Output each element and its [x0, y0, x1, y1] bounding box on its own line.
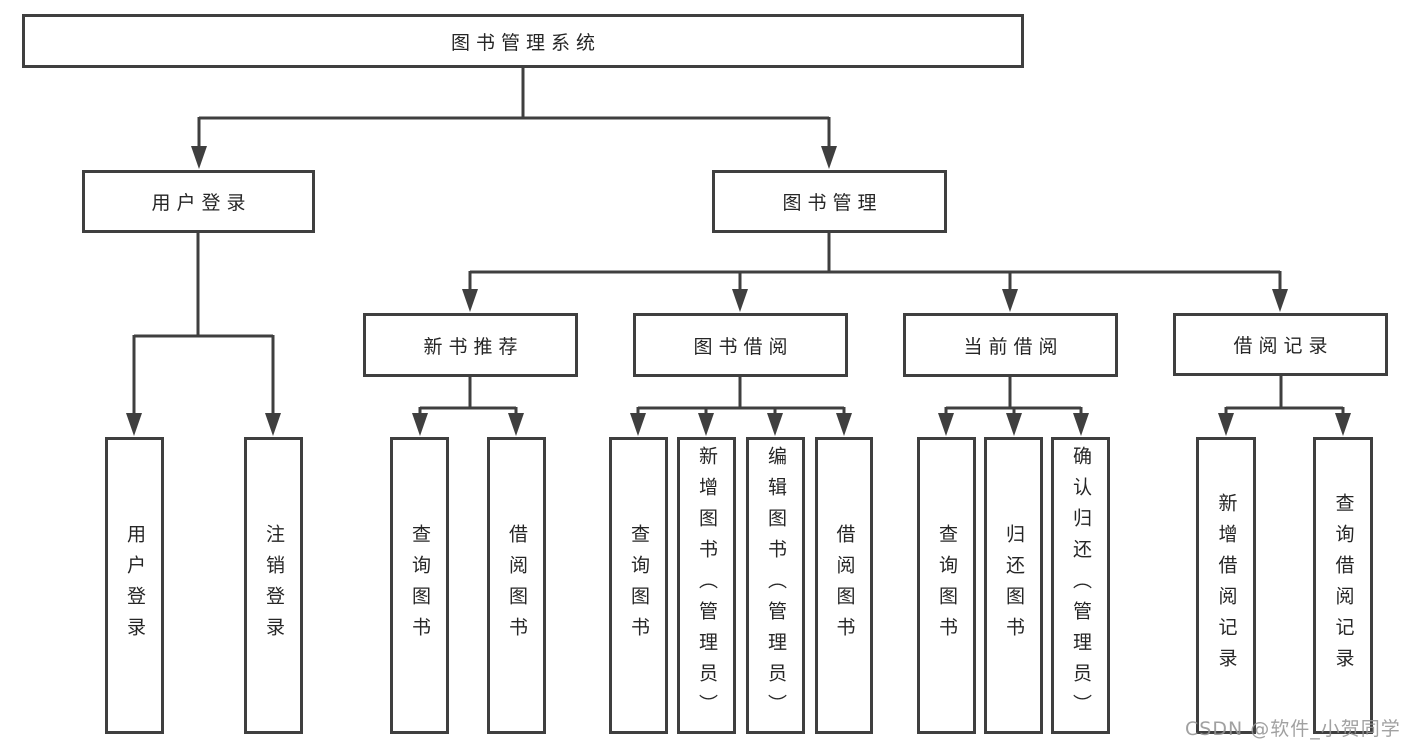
node-borrowing-records: 借阅记录 — [1173, 313, 1388, 376]
node-current-borrowing: 当前借阅 — [903, 313, 1118, 377]
leaf-edit-books-admin: 编辑图书（管理员） — [746, 437, 805, 734]
csdn-watermark: CSDN @软件_小贺同学 — [1185, 718, 1401, 740]
node-new-book-recommendation: 新书推荐 — [363, 313, 578, 377]
leaf-confirm-return-admin: 确认归还（管理员） — [1051, 437, 1110, 734]
leaf-borrow-books: 借阅图书 — [815, 437, 873, 734]
node-root-system: 图书管理系统 — [22, 14, 1024, 68]
leaf-user-login: 用户登录 — [105, 437, 164, 734]
leaf-borrow-books-recommend: 借阅图书 — [487, 437, 546, 734]
leaf-query-books-recommend: 查询图书 — [390, 437, 449, 734]
node-user-login: 用户登录 — [82, 170, 315, 233]
leaf-logout: 注销登录 — [244, 437, 303, 734]
leaf-return-books: 归还图书 — [984, 437, 1043, 734]
leaf-add-books-admin: 新增图书（管理员） — [677, 437, 736, 734]
node-book-management: 图书管理 — [712, 170, 947, 233]
leaf-add-borrow-record: 新增借阅记录 — [1196, 437, 1256, 734]
node-book-borrowing: 图书借阅 — [633, 313, 848, 377]
leaf-query-borrow-record: 查询借阅记录 — [1313, 437, 1373, 734]
leaf-query-books-borrowing: 查询图书 — [609, 437, 668, 734]
leaf-query-books-current: 查询图书 — [917, 437, 976, 734]
